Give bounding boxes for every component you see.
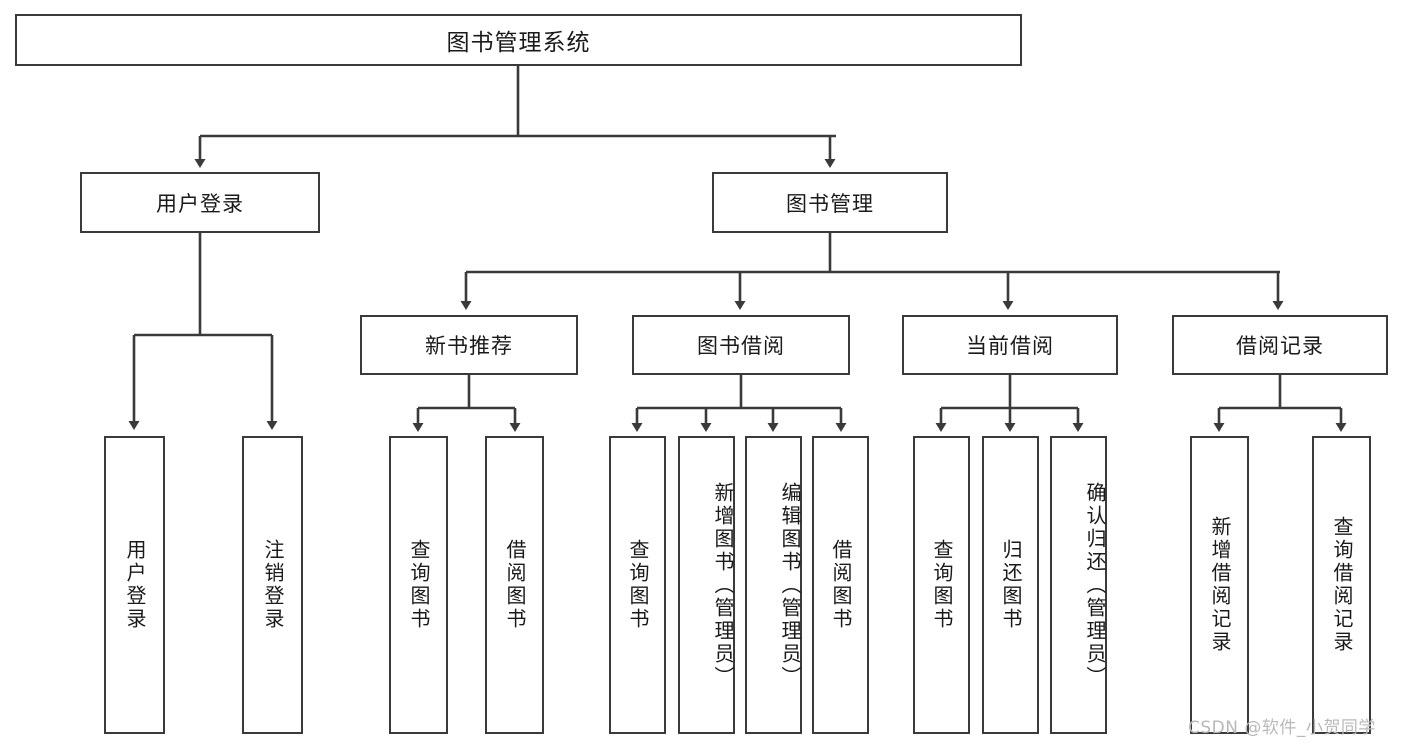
node-root-label: 图书管理系统 [446, 30, 591, 56]
node-user-login-label: 用户登录 [156, 191, 244, 216]
node-leaf-query-book-recommend[interactable]: 查询图书 [389, 436, 448, 734]
node-leaf-query-book-current-label: 查询图书 [930, 539, 954, 631]
node-leaf-query-book-borrow[interactable]: 查询图书 [609, 436, 666, 734]
node-borrow-record[interactable]: 借阅记录 [1172, 315, 1388, 375]
node-book-borrow[interactable]: 图书借阅 [632, 315, 850, 375]
node-leaf-borrow-book-label: 借阅图书 [829, 539, 853, 631]
node-leaf-confirm-return-label: 确认归还（管理员） [1083, 481, 1107, 689]
node-leaf-query-book-current[interactable]: 查询图书 [913, 436, 970, 734]
node-leaf-add-record[interactable]: 新增借阅记录 [1190, 436, 1249, 734]
node-leaf-add-record-label: 新增借阅记录 [1208, 516, 1232, 654]
node-leaf-borrow-book-recommend-label: 借阅图书 [503, 539, 527, 631]
node-leaf-query-record-label: 查询借阅记录 [1330, 516, 1354, 654]
node-leaf-return-book-label: 归还图书 [999, 539, 1023, 631]
node-leaf-user-login[interactable]: 用户登录 [104, 436, 165, 734]
node-leaf-edit-book[interactable]: 编辑图书（管理员） [745, 436, 802, 734]
node-leaf-borrow-book[interactable]: 借阅图书 [812, 436, 869, 734]
node-leaf-add-book[interactable]: 新增图书（管理员） [678, 436, 735, 734]
node-leaf-query-book-recommend-label: 查询图书 [407, 539, 431, 631]
node-leaf-logout-label: 注销登录 [261, 539, 285, 631]
node-leaf-return-book[interactable]: 归还图书 [982, 436, 1039, 734]
node-book-borrow-label: 图书借阅 [697, 334, 785, 358]
node-borrow-record-label: 借阅记录 [1236, 334, 1324, 358]
node-book-management-label: 图书管理 [786, 191, 874, 216]
node-leaf-query-book-borrow-label: 查询图书 [626, 539, 650, 631]
node-new-book-recommend-label: 新书推荐 [425, 334, 513, 358]
node-leaf-query-record[interactable]: 查询借阅记录 [1312, 436, 1371, 734]
node-leaf-logout[interactable]: 注销登录 [242, 436, 303, 734]
node-leaf-confirm-return[interactable]: 确认归还（管理员） [1050, 436, 1107, 734]
node-user-login[interactable]: 用户登录 [80, 172, 320, 233]
node-root[interactable]: 图书管理系统 [15, 14, 1022, 66]
watermark-label: CSDN @软件_小贺同学 [1188, 718, 1376, 738]
node-current-borrow[interactable]: 当前借阅 [902, 315, 1118, 375]
node-leaf-edit-book-label: 编辑图书（管理员） [778, 481, 802, 689]
node-current-borrow-label: 当前借阅 [966, 334, 1054, 358]
node-leaf-add-book-label: 新增图书（管理员） [711, 481, 735, 689]
node-new-book-recommend[interactable]: 新书推荐 [360, 315, 578, 375]
node-book-management[interactable]: 图书管理 [712, 172, 948, 233]
node-leaf-user-login-label: 用户登录 [123, 539, 147, 631]
node-leaf-borrow-book-recommend[interactable]: 借阅图书 [485, 436, 544, 734]
